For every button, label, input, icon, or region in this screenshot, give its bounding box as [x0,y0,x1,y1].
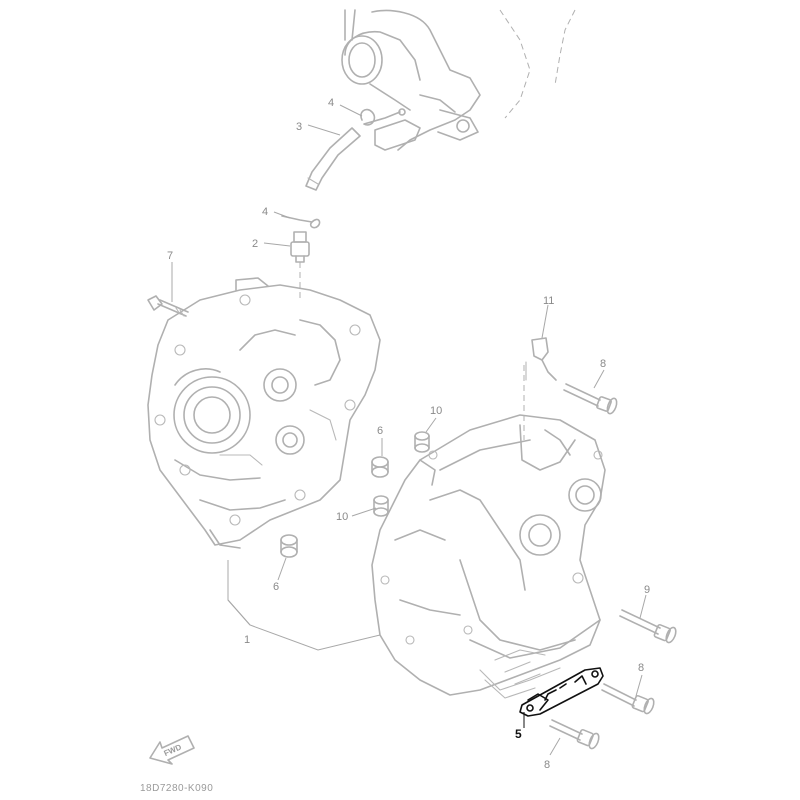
bolt-part-9 [619,609,677,644]
callout-8-middle: 8 [638,662,644,674]
fwd-label: FWD [162,742,183,758]
plate-part-5-highlighted [519,667,604,717]
callout-6-lower: 6 [273,581,279,593]
callout-10-lower: 10 [336,511,348,523]
leader-lines [171,104,647,756]
bolt-part-7 [147,295,189,317]
bracket-part-11 [523,337,557,440]
dowel-pin-6-lower [280,534,298,558]
dowel-pin-10-upper [414,431,430,453]
callout-11: 11 [543,295,554,307]
upper-housing-fragment [341,9,576,151]
right-crankcase [371,414,606,699]
callout-1: 1 [244,634,250,646]
clip-part-4-upper [360,108,406,126]
left-crankcase [147,277,381,549]
callout-4-lower: 4 [262,206,268,218]
bolt-part-8-middle [601,683,655,715]
hose-part-3 [305,127,361,191]
clip-part-4-lower [281,215,321,229]
callout-7: 7 [167,250,173,262]
callout-6-upper: 6 [377,425,383,437]
callout-8-lower: 8 [544,759,550,771]
fitting-part-2 [290,231,310,300]
dowel-pin-6-upper [371,456,389,478]
callouts: 3 4 4 2 7 11 8 10 6 10 6 1 9 8 8 5 [167,97,650,771]
callout-2: 2 [252,238,258,250]
drawing-code: 18D7280-K090 [140,783,213,794]
bolt-part-8-upper [563,383,618,415]
callout-4-upper: 4 [328,97,334,109]
bolt-part-8-lower [549,719,600,750]
callout-10-upper: 10 [430,405,442,417]
callout-5-highlighted: 5 [515,727,522,741]
dowel-pin-10-lower [373,495,389,517]
callout-8-upper: 8 [600,358,606,370]
callout-9: 9 [644,584,650,596]
fwd-arrow-icon: FWD [149,735,195,765]
callout-3: 3 [296,121,302,133]
